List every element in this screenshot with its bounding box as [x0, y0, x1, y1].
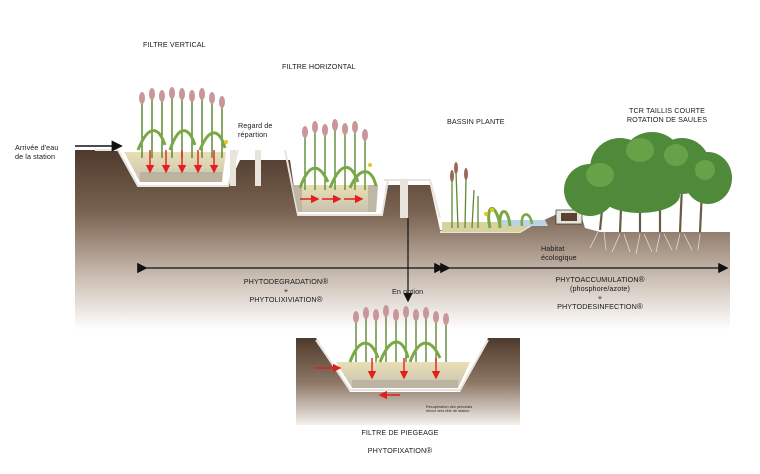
arrivee-label: Arrivée d'eau de la station — [15, 143, 58, 161]
vertical-flow-arrows — [145, 150, 219, 174]
recuperation-line2: retour vers tête de station — [426, 409, 470, 414]
willow-trees — [564, 132, 732, 255]
recuperation-line1: Récupération des percolats — [426, 405, 473, 409]
arrivee-label-line1: Arrivée d'eau — [15, 143, 59, 152]
phytolixiviation-text: PHYTOLIXIVIATION® — [249, 295, 323, 304]
vertical-filter-reeds — [136, 95, 227, 158]
habitat-label-line2: écologique — [541, 253, 577, 262]
regard-label-line1: Regard de — [238, 121, 273, 130]
phytofixation-label: PHYTOFIXATION® — [367, 446, 433, 455]
tcr-label-line2: ROTATION DE SAULES — [626, 115, 708, 124]
vertical-filter-plumes — [139, 87, 225, 108]
bassin-plante-label: BASSIN PLANTE — [447, 117, 505, 126]
tcr-label: TCR TAILLIS COURTE ROTATION DE SAULES — [612, 106, 722, 124]
phytoaccumulation-text: PHYTOACCUMULATION® — [555, 275, 645, 284]
filtre-piegeage-label: FILTRE DE PIEGEAGE — [361, 428, 439, 437]
regard-chamber — [230, 150, 413, 303]
recuperation-note: Récupération des percolats retour vers t… — [426, 405, 472, 413]
phytodegradation-text: PHYTODEGRADATION® — [243, 277, 329, 286]
arrivee-label-line2: de la station — [15, 152, 56, 161]
tcr-label-line1: TCR TAILLIS COURTE — [628, 106, 706, 115]
bassin-plante-plumes — [450, 162, 468, 182]
main-soil-section — [75, 150, 730, 330]
piegeage-section — [296, 305, 520, 425]
plus-sign-1: + — [283, 286, 289, 295]
tcr-inlet-structure — [555, 209, 583, 225]
phyto-right-block: PHYTOACCUMULATION® (phosphore/azote) + P… — [535, 275, 665, 311]
filtre-vertical-label: FILTRE VERTICAL — [143, 40, 206, 49]
bassin-plante-plants — [451, 171, 534, 229]
phosphore-azote-text: (phosphore/azote) — [569, 284, 631, 293]
yellow-flowers — [224, 140, 494, 216]
en-option-label: En option — [392, 287, 424, 296]
horizontal-filter-reeds — [298, 128, 378, 190]
horizontal-filter-plumes — [302, 119, 368, 141]
regard-label-line2: répartion — [238, 130, 268, 139]
habitat-label-line1: Habitat — [541, 244, 565, 253]
vertical-filter-bed — [124, 152, 226, 182]
plus-sign-2: + — [597, 293, 603, 302]
phytodesinfection-text: PHYTODESINFECTION® — [557, 302, 643, 311]
filtre-horizontal-label: FILTRE HORIZONTAL — [282, 62, 356, 71]
habitat-label: Habitat écologique — [541, 244, 577, 262]
regard-label: Regard de répartion — [238, 121, 272, 139]
phyto-left-block: PHYTODEGRADATION® + PHYTOLIXIVIATION® — [216, 277, 356, 304]
